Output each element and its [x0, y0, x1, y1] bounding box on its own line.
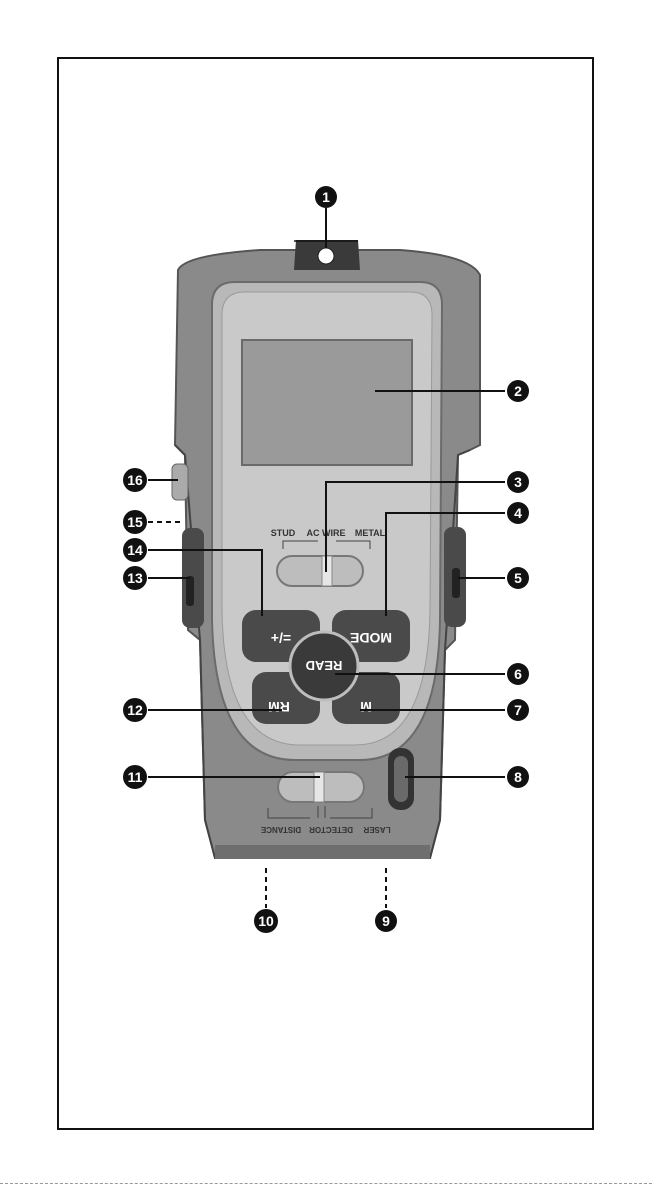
label-distance: DISTANCE — [260, 825, 301, 834]
label-detector: DETECTOR — [309, 825, 353, 834]
callout-11: 11 — [123, 765, 147, 789]
svg-text:11: 11 — [128, 769, 143, 785]
callout-2: 2 — [507, 380, 529, 402]
callout-16: 16 — [123, 468, 147, 492]
button-m-label: M — [360, 699, 372, 715]
svg-text:4: 4 — [514, 505, 522, 521]
lcd-screen — [242, 340, 412, 465]
label-metal: METAL — [355, 528, 386, 538]
callout-12: 12 — [123, 698, 147, 722]
label-stud: STUD — [271, 528, 296, 538]
svg-text:1: 1 — [322, 189, 330, 205]
callout-4: 4 — [507, 502, 529, 524]
svg-text:7: 7 — [514, 702, 522, 718]
side-led — [172, 464, 188, 500]
svg-text:6: 6 — [514, 666, 522, 682]
label-laser: LASER — [363, 825, 390, 834]
svg-text:16: 16 — [127, 472, 143, 488]
button-plus-equals-label: =/+ — [271, 630, 291, 646]
button-mode-label: MODE — [350, 630, 392, 646]
svg-text:9: 9 — [382, 913, 390, 929]
callout-7: 7 — [507, 699, 529, 721]
callout-3: 3 — [507, 471, 529, 493]
svg-text:14: 14 — [127, 542, 143, 558]
callout-13: 13 — [123, 566, 147, 590]
callout-15: 15 — [123, 510, 147, 534]
svg-text:3: 3 — [514, 474, 522, 490]
top-switch — [277, 556, 363, 586]
callout-6: 6 — [507, 663, 529, 685]
svg-text:10: 10 — [258, 913, 274, 929]
svg-text:13: 13 — [127, 570, 143, 586]
callout-10: 10 — [254, 909, 278, 933]
callout-5: 5 — [507, 567, 529, 589]
button-read-label: READ — [306, 658, 343, 673]
svg-text:2: 2 — [514, 383, 522, 399]
svg-text:8: 8 — [514, 769, 522, 785]
callout-9: 9 — [375, 910, 397, 932]
callout-14: 14 — [123, 538, 147, 562]
svg-text:5: 5 — [514, 570, 522, 586]
callout-8: 8 — [507, 766, 529, 788]
svg-text:15: 15 — [127, 514, 143, 530]
button-rm-label: RM — [268, 699, 290, 715]
svg-text:12: 12 — [127, 702, 143, 718]
callout-1: 1 — [315, 186, 337, 208]
